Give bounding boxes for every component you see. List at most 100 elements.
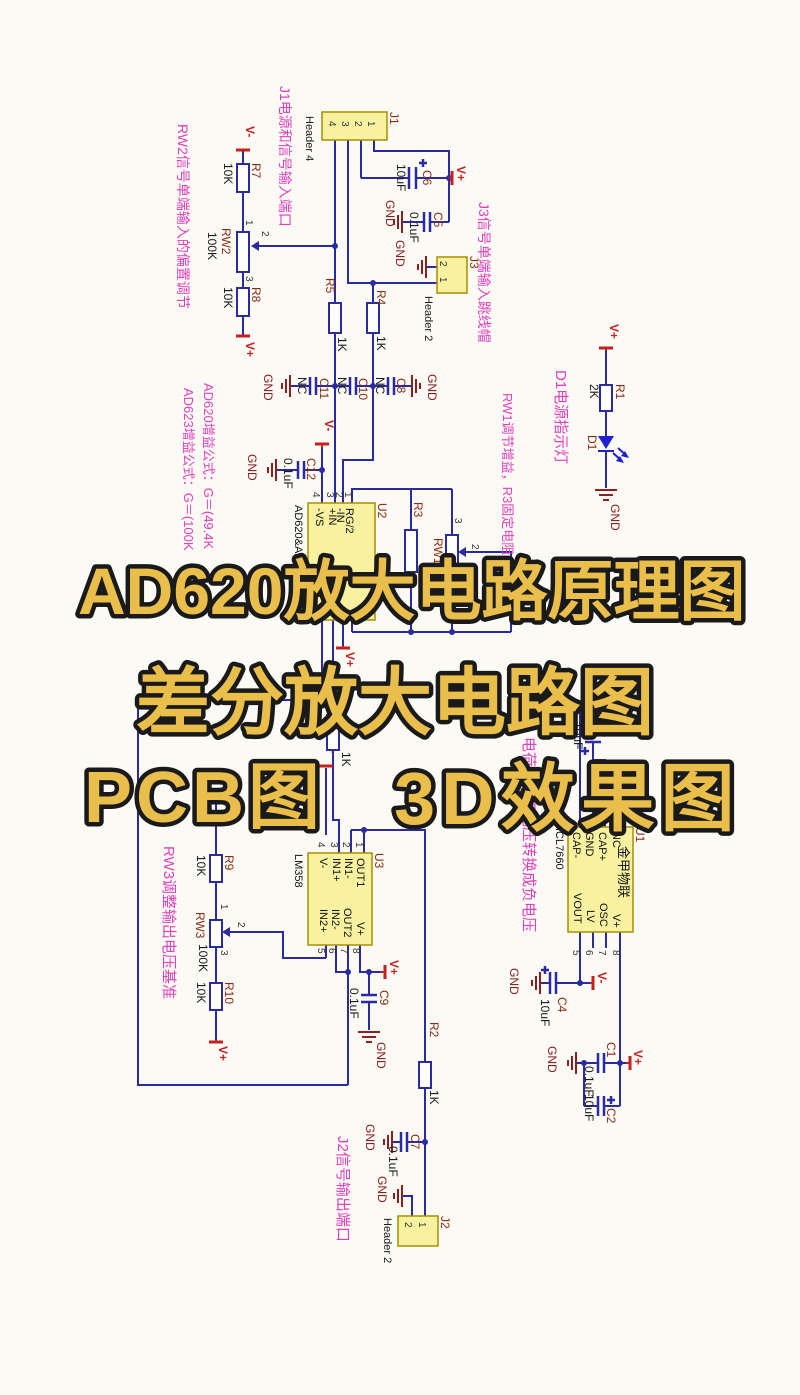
r4-value: 1K xyxy=(374,336,388,351)
u3-pin-label: OUT2 xyxy=(341,908,353,937)
c9-ref: C9 xyxy=(377,990,391,1006)
pin-number: 3 xyxy=(243,276,254,282)
u2-ref: U2 xyxy=(375,503,389,519)
vplus-label: V+ xyxy=(343,652,357,667)
resistor-r1: R1 2K xyxy=(587,384,627,412)
c5-value: 0.1uF xyxy=(407,212,421,243)
r8-ref: R8 xyxy=(249,287,263,303)
capacitor-c2: C2 10uF xyxy=(582,1094,618,1124)
pin-number: 4 xyxy=(326,121,337,127)
r4-ref: R4 xyxy=(374,290,388,306)
annotation-j3: J3信号单端输入跳线帽 xyxy=(476,202,492,343)
resistor-r8: R8 10K xyxy=(221,287,263,317)
banner-line2: 差分放大电路图 xyxy=(136,661,654,744)
vplus-label: V+ xyxy=(631,1050,645,1065)
vplus-label: V+ xyxy=(607,324,621,339)
pin-number: 2 xyxy=(469,544,480,550)
pin-number: 8 xyxy=(610,950,621,956)
annotation-j1: J1电源和信号输入端口 xyxy=(277,86,293,227)
resistor-r9: R9 10K xyxy=(194,854,236,883)
capacitor-c6: C6 10uF xyxy=(394,159,434,191)
banner-line3-right: 3D效果图 xyxy=(394,757,741,840)
u1-brand: 金甲物联 xyxy=(616,846,631,898)
pin-number: 4 xyxy=(315,842,326,848)
pin-number: 3 xyxy=(452,518,463,524)
j1-type: Header 4 xyxy=(303,116,315,161)
resistor-r10: R10 10K xyxy=(194,982,236,1011)
c9-value: 0.1uF xyxy=(347,988,361,1019)
gnd-label: GND xyxy=(507,968,521,995)
r1-ref: R1 xyxy=(613,384,627,400)
u3-pin-label: V- xyxy=(317,858,329,869)
pin-number: 7 xyxy=(338,948,349,954)
pin-number: 3 xyxy=(324,492,335,498)
rw3-ref: RW3 xyxy=(193,912,207,939)
capacitor-c9: C9 0.1uF xyxy=(347,988,391,1019)
c12-value: 0.1uF xyxy=(281,458,295,489)
u1-pin-label: OSC xyxy=(597,903,609,927)
u1-pin-label: CAP+ xyxy=(596,832,608,861)
connector-j3: J3 Header 2 2 1 xyxy=(422,256,481,341)
pin-number: 2 xyxy=(402,1222,413,1228)
pin-number: 2 xyxy=(437,261,448,267)
resistor-r5: R5 1K xyxy=(323,278,349,352)
r7-value: 10K xyxy=(221,163,235,184)
annotation-rw1: RW1调节增益，R3固定电阻 xyxy=(500,393,515,555)
gnd-label: GND xyxy=(245,454,259,481)
annotation-rw3: RW3调整输出电压基准 xyxy=(160,846,177,999)
vplus-label: V+ xyxy=(216,1046,230,1061)
pin-number: 8 xyxy=(350,948,361,954)
pin-number: 6 xyxy=(583,950,594,956)
c6-ref: C6 xyxy=(420,170,434,186)
r3-ref: R3 xyxy=(411,502,425,518)
pin-number: 2 xyxy=(352,121,363,127)
potentiometer-rw1: RW1 3 2 xyxy=(431,518,480,573)
r1-value: 2K xyxy=(587,384,601,399)
j2-ref: J2 xyxy=(438,1216,452,1229)
pin-number: 1 xyxy=(437,277,448,283)
u1-pin-label: GND xyxy=(583,832,595,857)
pin-number: 1 xyxy=(243,220,254,226)
gnd-label: GND xyxy=(608,504,622,531)
u1-pin-label: NC xyxy=(610,832,622,848)
pin-number: 5 xyxy=(570,950,581,956)
c10-ref: C10 xyxy=(356,378,370,400)
j3-type: Header 2 xyxy=(422,296,434,341)
connector-j1: J1 Header 4 1 2 3 4 xyxy=(303,111,401,161)
j2-type: Header 2 xyxy=(381,1218,393,1263)
pin-number: 3 xyxy=(328,842,339,848)
gnd-label: GND xyxy=(425,374,439,401)
capacitor-c1: C1 0.1uF xyxy=(582,1042,618,1097)
led-d1: D1 xyxy=(585,435,629,463)
magenta-annotations: J1电源和信号输入端口 RW2信号单端输入的偏置调节 J3信号单端输入跳线帽 A… xyxy=(160,86,569,1242)
c1-ref: C1 xyxy=(604,1042,618,1058)
pin-number: 2 xyxy=(259,231,270,237)
capacitor-c11: NC C11 xyxy=(295,377,331,399)
r7-ref: R7 xyxy=(249,163,263,179)
u3-pin-label: V+ xyxy=(354,922,366,936)
annotation-ad620-gain: AD620增益公式：G＝(49.4K xyxy=(201,383,216,549)
vminus-label: V- xyxy=(322,420,336,431)
pin-number: 1 xyxy=(342,492,353,498)
c7-ref: C7 xyxy=(408,1134,422,1150)
u3-part: LM358 xyxy=(292,854,304,888)
rw2-ref: RW2 xyxy=(219,228,233,255)
u3-pin-label: IN1+ xyxy=(330,858,342,882)
pin-number: 1 xyxy=(416,1222,427,1228)
gnd-label: GND xyxy=(393,240,407,267)
rw3-value: 100K xyxy=(196,944,210,972)
c1-value: 0.1uF xyxy=(582,1066,596,1097)
c5-ref: C5 xyxy=(431,212,445,228)
gnd-label: GND xyxy=(374,1042,388,1069)
c7-value: 0.1uF xyxy=(386,1146,400,1177)
d1-ref: D1 xyxy=(585,435,599,451)
potentiometer-rw2: RW2 100K 1 2 3 xyxy=(205,220,270,282)
r10-value: 10K xyxy=(194,982,208,1003)
c11-ref: C11 xyxy=(317,378,331,399)
c8-value: NC xyxy=(373,377,387,395)
capacitor-c7: C7 0.1uF xyxy=(386,1132,422,1177)
gnd-label: GND xyxy=(545,1046,559,1073)
c3-ref: C3 xyxy=(599,722,613,738)
